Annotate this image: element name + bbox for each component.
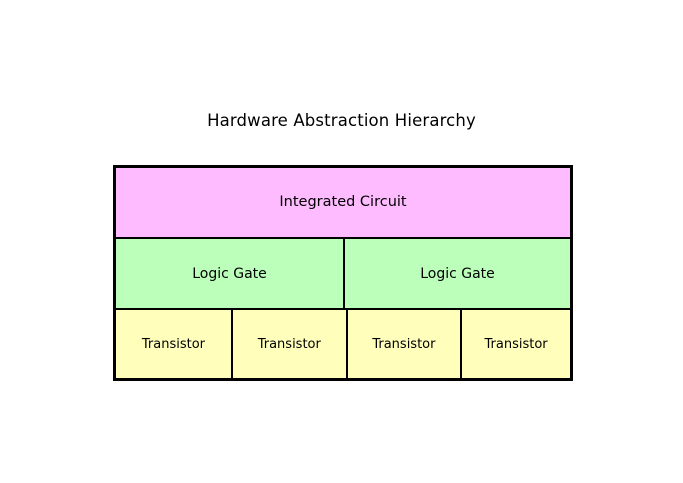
block-label: Integrated Circuit <box>279 194 407 211</box>
tier-integrated-circuit: Integrated Circuit <box>116 168 570 237</box>
block-label: Transistor <box>257 336 321 352</box>
page-title: Hardware Abstraction Hierarchy <box>207 111 476 130</box>
hardware-abstraction-hierarchy-diagram: Integrated Circuit Logic Gate Logic Gate… <box>113 165 573 381</box>
tier-logic-gate: Logic Gate Logic Gate <box>116 236 570 309</box>
block-transistor-2[interactable]: Transistor <box>230 310 346 378</box>
block-transistor-4[interactable]: Transistor <box>460 310 570 378</box>
block-label: Transistor <box>141 336 205 352</box>
block-label: Transistor <box>484 336 548 352</box>
block-transistor-3[interactable]: Transistor <box>345 310 461 378</box>
block-transistor-1[interactable]: Transistor <box>116 310 231 378</box>
block-integrated-circuit[interactable]: Integrated Circuit <box>116 168 570 237</box>
block-label: Transistor <box>372 336 436 352</box>
block-label: Logic Gate <box>420 265 495 282</box>
block-label: Logic Gate <box>192 265 267 282</box>
block-logic-gate-1[interactable]: Logic Gate <box>116 238 343 309</box>
tier-transistor: Transistor Transistor Transistor Transis… <box>116 308 570 378</box>
block-logic-gate-2[interactable]: Logic Gate <box>343 238 570 309</box>
